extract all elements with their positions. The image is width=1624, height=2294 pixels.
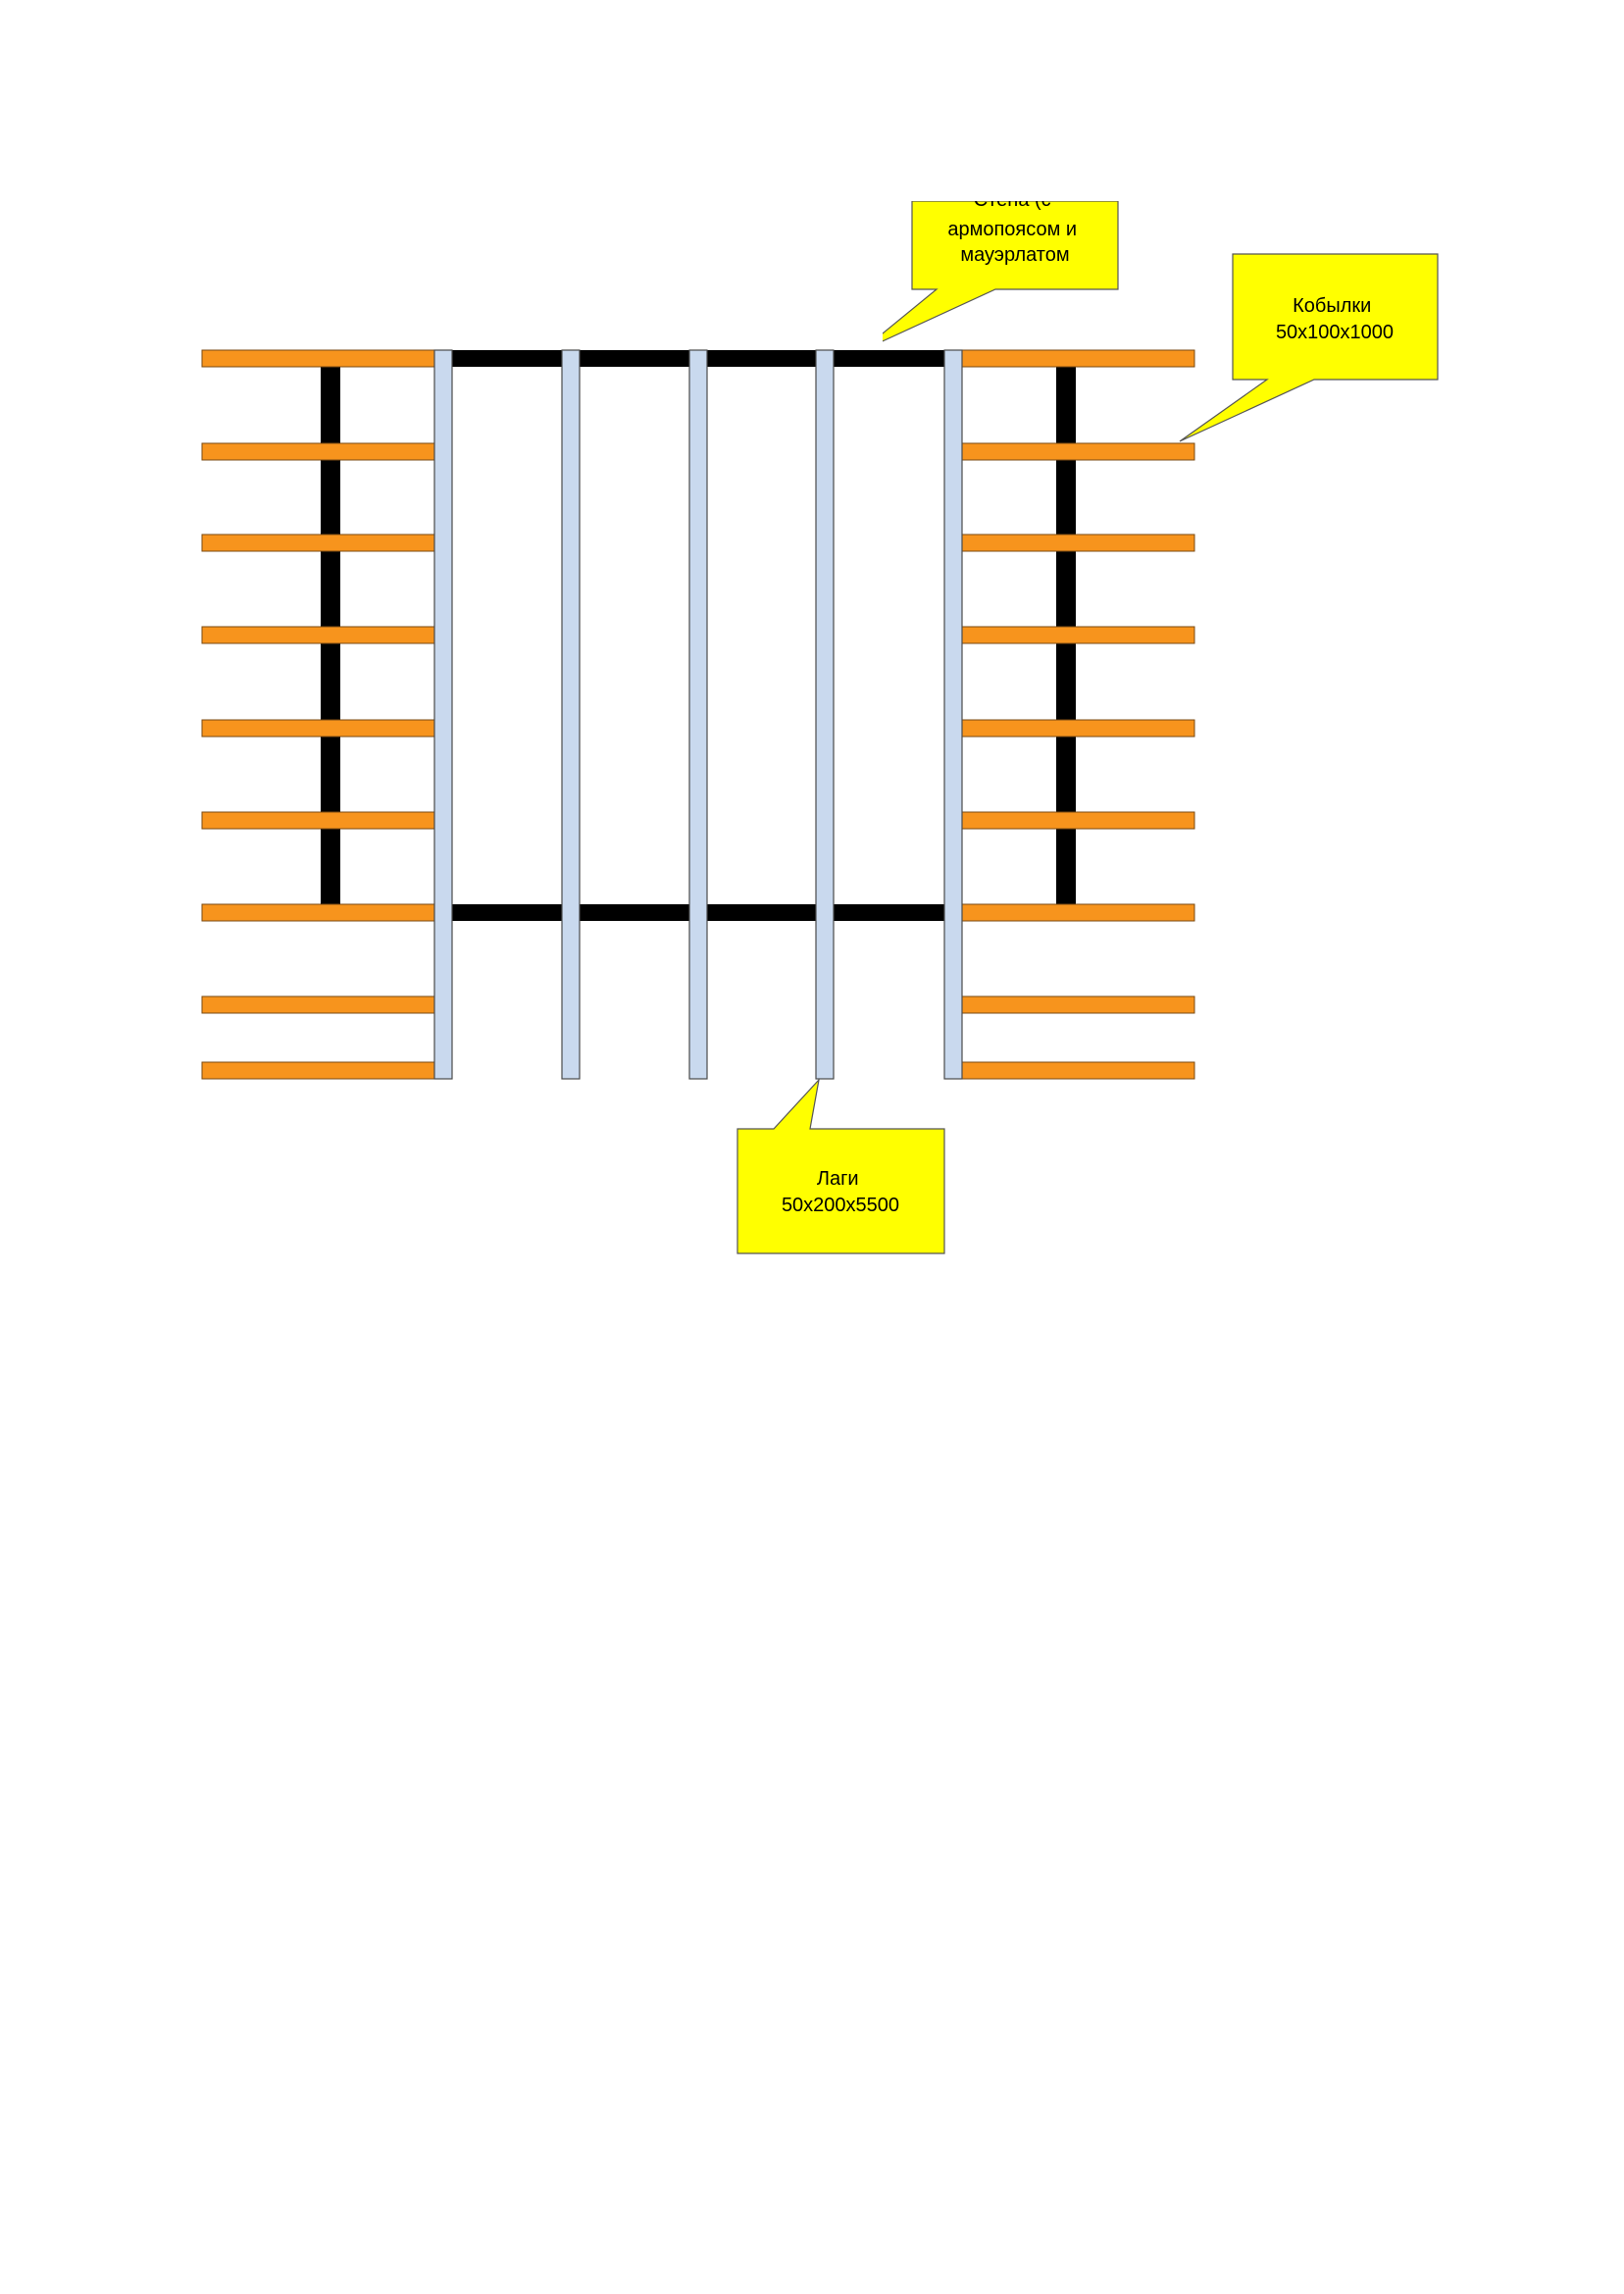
rafter-right — [961, 719, 1195, 738]
joists-group — [433, 349, 963, 1080]
left-rafters-group — [201, 349, 435, 1080]
right-rafters-group — [961, 349, 1195, 1080]
rafter-left — [201, 626, 435, 644]
rafter-left — [201, 534, 435, 552]
rafter-left — [201, 349, 435, 368]
wall-callout-line: армопоясом и — [947, 219, 1077, 240]
rafter-right — [961, 903, 1195, 922]
rafter-left — [201, 811, 435, 830]
rafter-right — [961, 626, 1195, 644]
joist — [561, 349, 581, 1080]
joists-callout-line: Лаги — [817, 1168, 859, 1190]
rafter-right — [961, 811, 1195, 830]
rafters-callout-line: Кобылки — [1293, 295, 1371, 317]
rafters-callout-line: 50x100x1000 — [1276, 322, 1394, 343]
rafters-callout: Кобылки 50x100x1000 — [1179, 253, 1439, 442]
joists-callout-line: 50x200x5500 — [782, 1195, 899, 1216]
rafter-right — [961, 534, 1195, 552]
rafter-right — [961, 995, 1195, 1014]
rafter-left — [201, 1061, 435, 1080]
wall-callout-line: Стена (с — [974, 189, 1051, 211]
joists-callout-bubble — [736, 1078, 945, 1254]
wall-callout-text: Стена (с армопоясом и мауэрлатом — [947, 189, 1082, 266]
joist — [688, 349, 708, 1080]
rafter-left — [201, 903, 435, 922]
joist — [433, 349, 453, 1080]
rafters-callout-text: Кобылки 50x100x1000 — [1276, 295, 1394, 343]
rafter-left — [201, 719, 435, 738]
rafter-right — [961, 1061, 1195, 1080]
joists-callout-text: Лаги 50x200x5500 — [782, 1168, 899, 1216]
rafter-right — [961, 442, 1195, 461]
rafter-left — [201, 995, 435, 1014]
rafters-callout-bubble — [1179, 253, 1439, 442]
rafter-right — [961, 349, 1195, 368]
wall-callout-line: мауэрлатом — [960, 244, 1069, 266]
wall-callout: Стена (с армопоясом и мауэрлатом — [883, 189, 1119, 342]
rafter-left — [201, 442, 435, 461]
joist — [943, 349, 963, 1080]
joists-callout: Лаги 50x200x5500 — [736, 1078, 945, 1254]
wall-callout-bubble — [883, 201, 1119, 342]
joist — [815, 349, 835, 1080]
